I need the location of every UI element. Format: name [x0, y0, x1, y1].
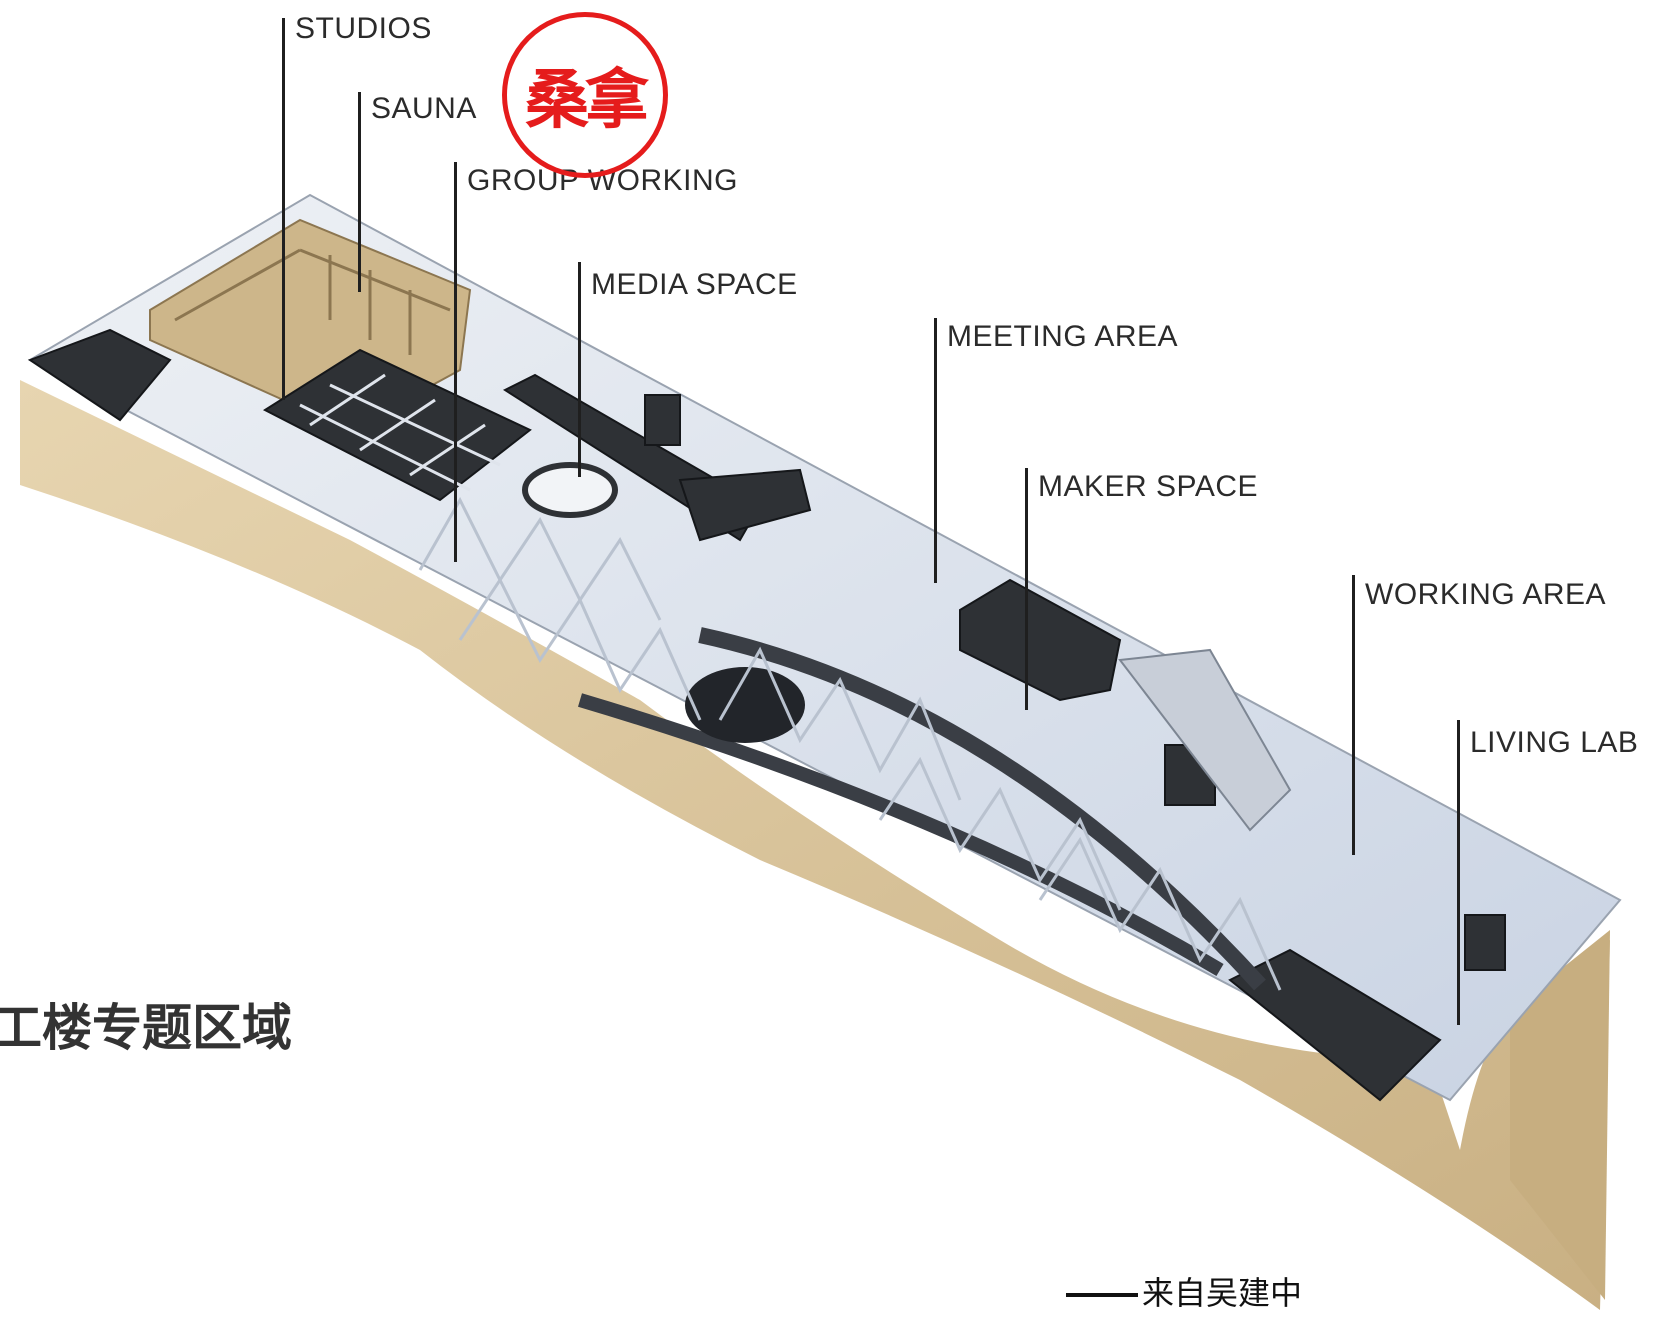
leader-meeting-area — [934, 318, 937, 583]
credit-line: 来自吴建中 — [1066, 1268, 1302, 1314]
label-meeting-area: MEETING AREA — [947, 320, 1179, 353]
maker-block — [959, 578, 1122, 702]
sand-mound — [20, 380, 1610, 1310]
living-lab-block — [1228, 948, 1442, 1102]
label-maker-space: MAKER SPACE — [1038, 470, 1258, 503]
leader-studios — [282, 18, 285, 400]
stamp-text: 桑拿 — [525, 64, 649, 138]
glass-ramp — [1118, 648, 1292, 832]
west-edge-block — [27, 328, 172, 422]
label-living-lab: LIVING LAB — [1470, 726, 1639, 759]
credit-text: 来自吴建中 — [1142, 1274, 1303, 1312]
curved-ramp-2 — [578, 693, 1224, 977]
side-title: 工楼专题区域 — [0, 999, 292, 1057]
corridor-block — [678, 468, 812, 542]
pillar-block-3 — [1464, 914, 1506, 971]
label-media-space: MEDIA SPACE — [591, 268, 798, 301]
leader-working-area — [1352, 575, 1355, 855]
media-drum — [522, 462, 618, 518]
sauna-stamp: 桑拿 — [502, 12, 668, 178]
leader-sauna — [358, 92, 361, 292]
credit-dash — [1066, 1293, 1138, 1297]
curved-ramp-1 — [698, 627, 1266, 991]
label-studios: STUDIOS — [295, 12, 432, 45]
label-sauna: SAUNA — [371, 92, 477, 125]
leader-group-working — [454, 162, 457, 562]
leader-maker-space — [1025, 468, 1028, 710]
label-working-area: WORKING AREA — [1365, 578, 1607, 611]
right-wall — [1510, 930, 1610, 1300]
leader-media-space — [578, 262, 581, 477]
pillar-block-1 — [644, 394, 681, 446]
leader-living-lab — [1457, 720, 1460, 1025]
